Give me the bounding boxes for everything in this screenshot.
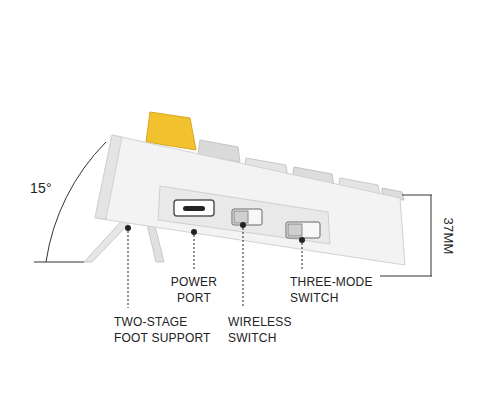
dimension-line xyxy=(431,195,432,276)
angle-label: 15° xyxy=(30,180,64,196)
usb-port xyxy=(174,200,214,216)
leader-dot xyxy=(240,222,246,228)
usb-port-slot xyxy=(183,206,205,211)
leader-dot xyxy=(299,237,305,243)
leader-line xyxy=(302,243,303,270)
ground-line xyxy=(34,262,84,263)
dimension-line xyxy=(380,276,432,277)
leader-dot xyxy=(125,225,131,231)
wireless-switch xyxy=(232,209,262,225)
dimension-line xyxy=(402,195,432,196)
keyboard-body xyxy=(95,135,405,265)
leader-line xyxy=(243,228,244,308)
front-edge xyxy=(95,135,122,219)
dimension-label: 37MM xyxy=(440,206,456,266)
part-label: POWER PORT xyxy=(164,274,224,306)
port-plate xyxy=(158,186,330,244)
part-label: WIRELESS SWITCH xyxy=(228,314,300,346)
leader-line xyxy=(128,231,129,308)
angle-arc xyxy=(46,142,106,262)
switch-slider xyxy=(288,224,302,236)
part-label: THREE-MODE SWITCH xyxy=(290,274,386,306)
leader-line xyxy=(194,235,195,270)
part-label: TWO-STAGE FOOT SUPPORT xyxy=(114,314,214,346)
leader-dot xyxy=(191,229,197,235)
switch-slider xyxy=(234,211,248,223)
three-mode-switch xyxy=(286,222,320,238)
